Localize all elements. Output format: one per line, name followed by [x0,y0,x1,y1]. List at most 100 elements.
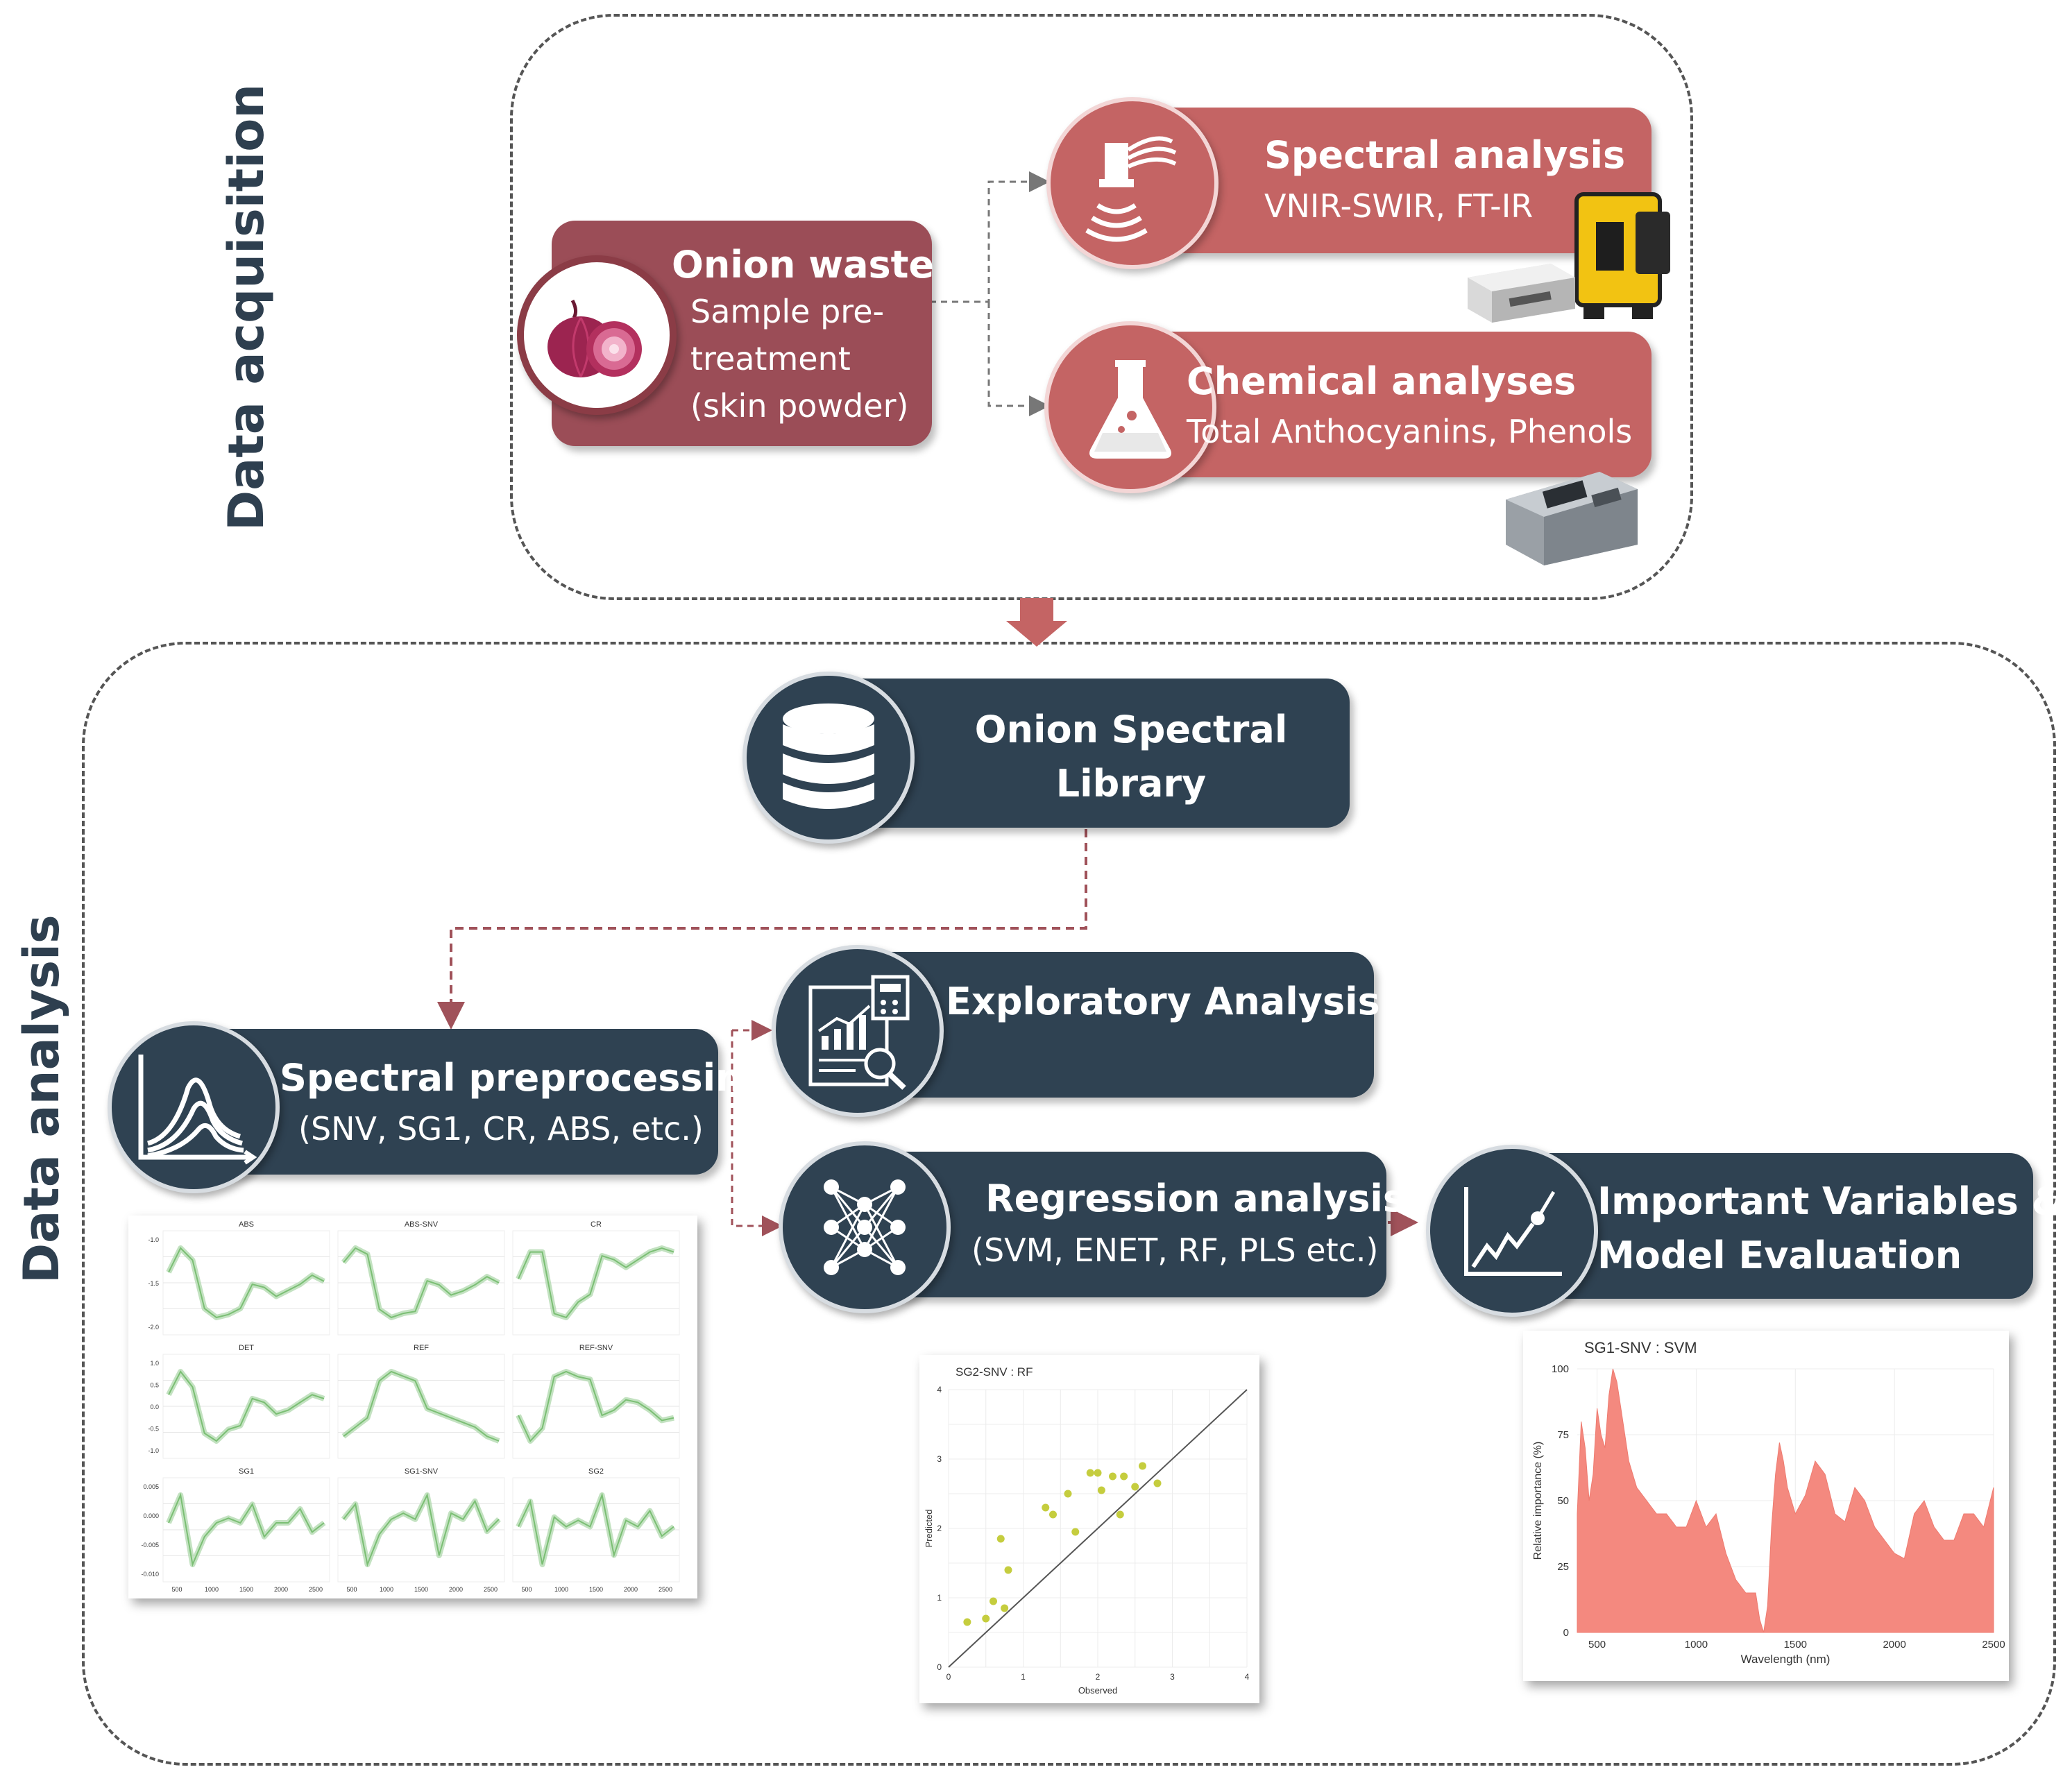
library-title-line-1: Onion Spectral [974,708,1288,751]
x-tick-label: 3 [1170,1672,1175,1682]
scatter-point [1004,1566,1012,1574]
connector-library-to-preprocessing [437,829,1087,1030]
chart-title: SG1-SNV : SVM [1584,1339,1697,1356]
facet-title: CR [591,1220,602,1229]
analysis-region [82,642,2056,1766]
y-tick-label: 25 [1557,1561,1569,1573]
scatter-point [990,1597,997,1605]
exploratory-icon-circle [772,945,944,1117]
y-tick-label: 75 [1557,1429,1569,1441]
regression-title: Regression analysis [985,1177,1406,1220]
scatter-point [1086,1469,1094,1477]
preprocessing-title: Spectral preprocessing [280,1056,770,1100]
scatter-point [1064,1490,1072,1498]
facet-title: SG1-SNV [405,1467,439,1476]
y-tick-label: -1.0 [148,1447,159,1454]
scatter-point [1097,1486,1105,1494]
spectrum-line [168,1247,325,1319]
x-axis-label: Observed [1078,1685,1117,1696]
chemical-analyses-sub: Total Anthocyanins, Phenols [1187,413,1633,450]
y-tick-label: 0 [1563,1627,1569,1639]
facet-title: SG1 [239,1467,254,1476]
connector-onion-to-chemical [987,302,1050,416]
spectrum-line [518,1492,674,1565]
facet-title: DET [239,1344,254,1352]
connector-preprocessing-to-regression [731,1030,783,1236]
x-tick-label: 500 [1588,1639,1606,1651]
spectra-curves-icon [138,1055,257,1165]
exploratory-title: Exploratory Analysis [946,980,1380,1023]
spectrum-line [518,1247,674,1319]
spectrum-line [343,1492,500,1567]
y-tick-label: 4 [937,1385,942,1395]
scatter-point [1001,1604,1009,1612]
arrow-acquisition-to-analysis [1006,598,1067,647]
onion-icon-circle [517,255,677,415]
important-variables-title-line-1: Important Variables & [1597,1179,2064,1223]
y-tick-label: 2 [937,1524,942,1533]
library-title-line-2: Library [1055,762,1207,805]
spectral-analysis-title: Spectral analysis [1264,133,1626,177]
ftir-instrument-image [1468,264,1575,323]
x-tick-label: 2500 [484,1586,498,1593]
acquisition-region [510,14,1693,600]
regression-icon-circle [779,1141,951,1313]
scatter-point [1153,1479,1162,1487]
x-tick-label: 1000 [205,1586,219,1593]
x-tick-label: 2 [1096,1672,1101,1682]
scatter-point [1116,1510,1124,1519]
y-tick-label: -1.0 [148,1236,159,1243]
scatter-point [1071,1528,1080,1536]
y-tick-label: 50 [1557,1495,1569,1507]
facet-title: ABS-SNV [405,1220,439,1229]
x-tick-label: 2000 [449,1586,463,1593]
flask-icon [1089,360,1171,459]
x-tick-label: 1000 [380,1586,393,1593]
preprocessing-icon-circle [108,1021,280,1193]
scatter-point [1109,1472,1116,1481]
scatter-point [963,1618,971,1626]
scatter-point [996,1535,1005,1543]
identity-line [948,1389,1248,1668]
x-tick-label: 1500 [589,1586,603,1593]
y-tick-label: -0.010 [141,1571,159,1578]
onion-waste-line-1: Sample pre- [690,293,885,330]
y-tick-label: -2.0 [148,1324,159,1331]
scatter-point [982,1614,990,1623]
y-tick-label: 0.005 [143,1483,159,1490]
y-axis-label: Predicted [924,1510,934,1548]
spectrum-line [168,1492,325,1567]
x-tick-label: 2000 [1883,1639,1905,1651]
x-tick-label: 500 [171,1586,182,1593]
spectrum-line [343,1247,500,1319]
y-tick-label: 0.0 [150,1404,159,1410]
spectrometer-icon [1085,136,1177,242]
x-tick-label: 2000 [624,1586,638,1593]
neural-network-icon [824,1179,906,1275]
facet-title: ABS [239,1220,254,1229]
important-variables-title-line-2: Model Evaluation [1597,1234,1962,1277]
scatter-point [1049,1510,1057,1519]
facet-title: REF [414,1344,429,1352]
trend-chart-icon [1464,1187,1562,1276]
spectral-icon-circle [1046,97,1218,269]
y-tick-label: -0.005 [141,1542,159,1549]
x-tick-label: 2000 [274,1586,288,1593]
y-tick-label: 0 [937,1662,942,1672]
x-tick-label: 2500 [309,1586,323,1593]
y-tick-label: -0.5 [148,1426,159,1433]
chemical-icon-circle [1044,321,1216,493]
scatter-point [1139,1462,1146,1470]
importance-area [1577,1368,1994,1633]
spectrum-line [343,1370,500,1442]
y-tick-label: 1.0 [150,1360,159,1367]
chemical-analyses-title: Chemical analyses [1187,359,1577,403]
x-tick-label: 2500 [659,1586,672,1593]
x-tick-label: 0 [946,1672,951,1682]
